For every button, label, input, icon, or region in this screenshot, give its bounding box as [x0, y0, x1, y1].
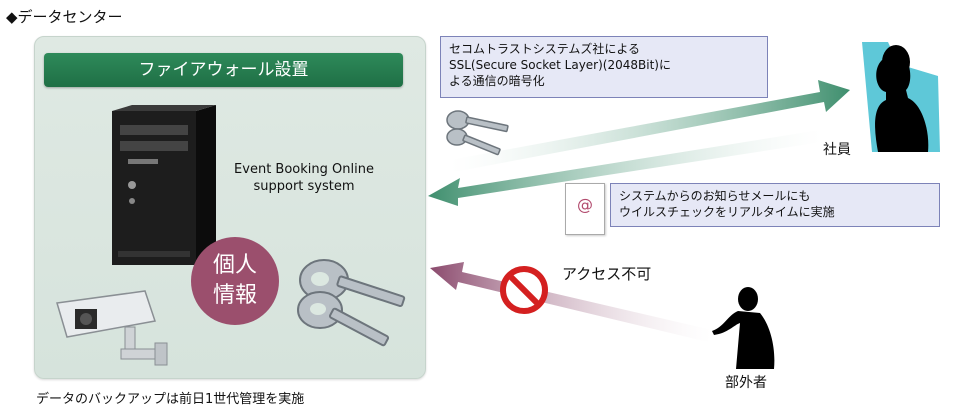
arrow-from-employee: [428, 130, 822, 206]
server-icon: [112, 105, 216, 265]
small-key-icon: [446, 110, 509, 156]
ssl-callout-line2: SSL(Secure Socket Layer)(2048Bit)に: [449, 58, 671, 72]
system-label-line1: Event Booking Online: [234, 162, 374, 177]
personal-info-line2: 情報: [212, 283, 257, 308]
ssl-callout-line1: セコムトラストシステムズ社による: [449, 42, 641, 56]
virus-callout: システムからのお知らせメールにも ウイルスチェックをリアルタイムに実施: [610, 183, 940, 227]
backup-note: データのバックアップは前日1世代管理を実施: [36, 392, 305, 407]
outsider-label: 部外者: [725, 375, 767, 391]
firewall-banner: ファイアウォール設置: [44, 53, 403, 87]
security-camera-icon: [56, 290, 168, 366]
no-entry-icon: [500, 266, 548, 314]
ssl-callout-line3: よる通信の暗号化: [449, 74, 545, 88]
outsider-icon: [712, 287, 775, 369]
employee-icon: [862, 42, 940, 152]
arrow-from-outsider: [430, 262, 712, 342]
arrow-to-employee: [450, 80, 850, 172]
system-label-line2: support system: [253, 179, 355, 194]
personal-info-line1: 個人: [212, 253, 257, 278]
personal-info-circle: 個人 情報: [191, 237, 279, 325]
key-icon: [297, 259, 406, 347]
mail-icon: @: [565, 183, 605, 235]
section-title: ◆データセンター: [6, 8, 123, 26]
employee-label: 社員: [823, 142, 851, 158]
virus-callout-line1: システムからのお知らせメールにも: [619, 189, 811, 203]
ssl-callout: セコムトラストシステムズ社による SSL(Secure Socket Layer…: [440, 36, 768, 98]
system-label: Event Booking Online support system: [214, 161, 394, 195]
no-access-label: アクセス不可: [562, 265, 652, 283]
virus-callout-line2: ウイルスチェックをリアルタイムに実施: [619, 205, 835, 219]
